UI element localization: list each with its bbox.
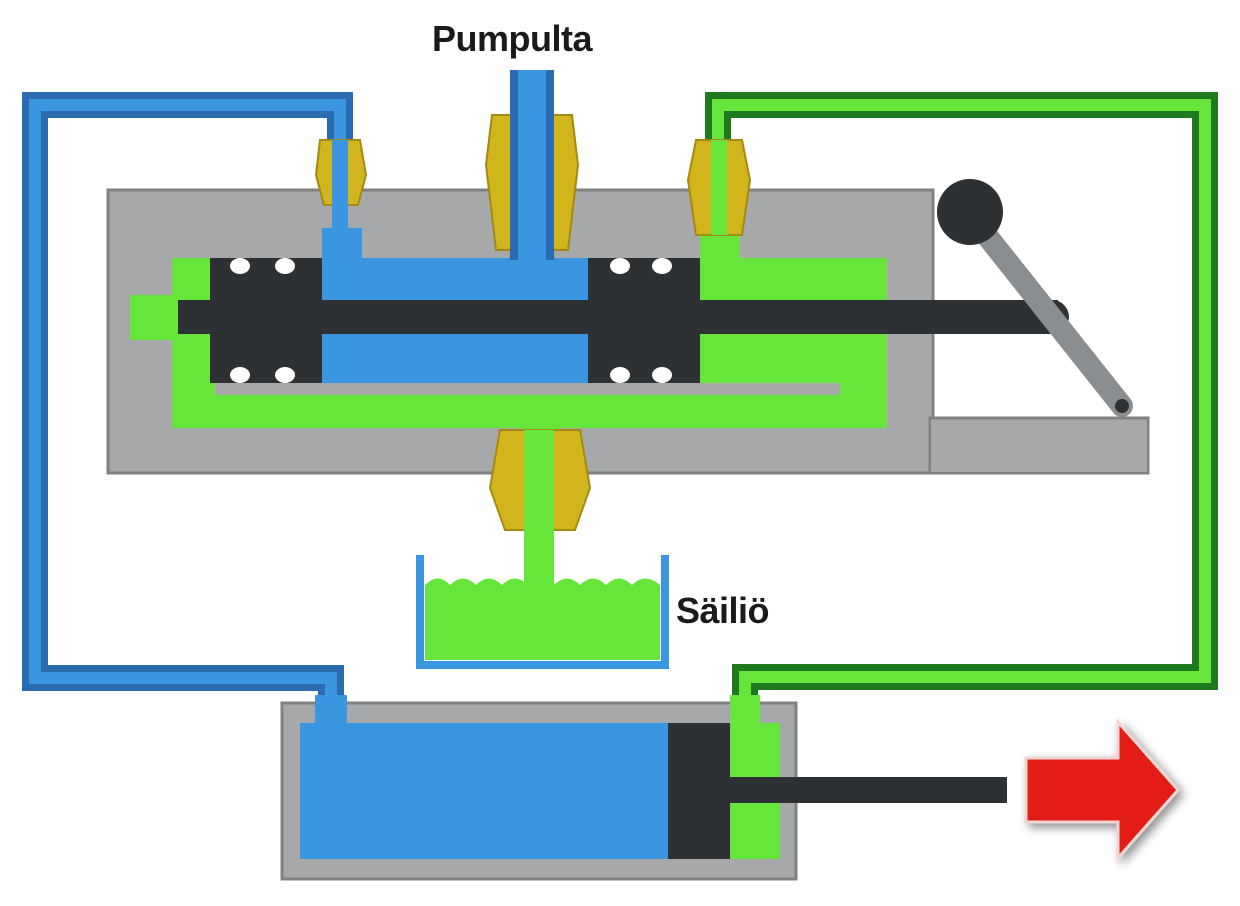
tank bbox=[416, 530, 669, 669]
tank-label: Säiliö bbox=[676, 590, 770, 631]
right-arrow-icon bbox=[1024, 718, 1181, 862]
fitting-left bbox=[314, 139, 368, 232]
fitting-right bbox=[686, 139, 752, 236]
spool bbox=[178, 258, 1069, 383]
fitting-center bbox=[484, 70, 580, 260]
actuator-cylinder bbox=[280, 695, 1007, 881]
lever-handle-icon bbox=[937, 179, 1133, 417]
pump-label: Pumpulta bbox=[432, 18, 593, 59]
blue-port-left bbox=[322, 228, 362, 260]
gray-divider bbox=[215, 383, 840, 395]
green-return-line bbox=[705, 92, 1218, 720]
blue-pressure-line bbox=[22, 92, 353, 720]
